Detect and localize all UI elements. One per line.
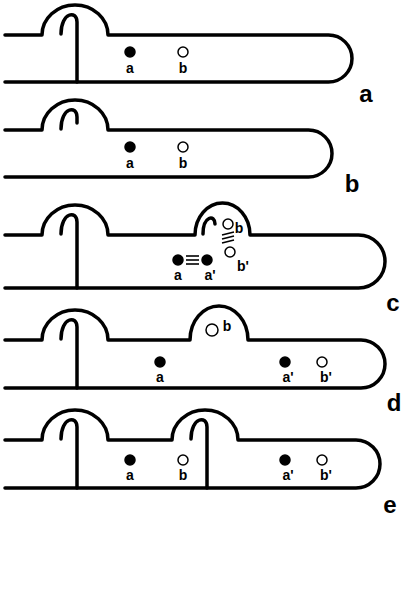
open-marker <box>317 357 327 367</box>
site-label: a <box>156 370 164 384</box>
panel-letter: a <box>359 82 372 106</box>
strand-outline <box>5 5 352 82</box>
strand-outline <box>5 100 332 177</box>
open-marker <box>225 247 235 257</box>
open-marker <box>206 324 218 336</box>
panel-letter: b <box>345 172 360 196</box>
pairing-line <box>186 259 199 261</box>
filled-marker <box>125 142 135 152</box>
pairing-marks <box>186 232 234 264</box>
strand-outlines <box>5 5 385 488</box>
strand-outline <box>5 203 385 288</box>
hook-stem <box>191 420 207 488</box>
filled-marker <box>280 455 290 465</box>
filled-marker <box>155 357 165 367</box>
site-label: b <box>179 156 188 170</box>
site-label: a' <box>204 268 215 282</box>
hook-stem <box>61 215 77 288</box>
site-label: a' <box>282 468 293 482</box>
panel-letter: d <box>387 391 402 415</box>
pairing-line <box>186 263 199 265</box>
strand-outline <box>5 306 385 388</box>
site-label: a <box>174 268 182 282</box>
strand-outline <box>5 410 380 488</box>
site-label: a <box>126 156 134 170</box>
open-marker <box>223 219 233 229</box>
site-label: b <box>179 61 188 75</box>
filled-marker <box>202 255 212 265</box>
pairing-line <box>222 232 234 235</box>
site-label: b' <box>237 259 249 273</box>
hook-stem <box>61 420 77 488</box>
panel-letter: e <box>383 493 396 517</box>
site-label: b' <box>320 468 332 482</box>
panel-letter: c <box>386 291 399 315</box>
open-marker <box>317 455 327 465</box>
site-label: a <box>126 61 134 75</box>
filled-marker <box>173 255 183 265</box>
filled-marker <box>125 455 135 465</box>
open-marker <box>178 455 188 465</box>
pairing-line <box>186 255 199 257</box>
filled-marker <box>280 357 290 367</box>
pairing-line <box>222 236 234 239</box>
markers <box>125 47 327 465</box>
pairing-line <box>222 240 234 243</box>
site-label: b <box>223 319 232 333</box>
filled-marker <box>125 47 135 57</box>
site-label: b <box>235 221 244 235</box>
open-marker <box>178 142 188 152</box>
open-marker <box>178 47 188 57</box>
site-label: a' <box>282 370 293 384</box>
site-label: b <box>179 468 188 482</box>
hook <box>203 218 215 234</box>
hook-stem <box>61 320 77 388</box>
site-label: a <box>126 468 134 482</box>
site-label: b' <box>320 370 332 384</box>
hook-stem <box>61 15 77 82</box>
hook <box>61 110 77 129</box>
